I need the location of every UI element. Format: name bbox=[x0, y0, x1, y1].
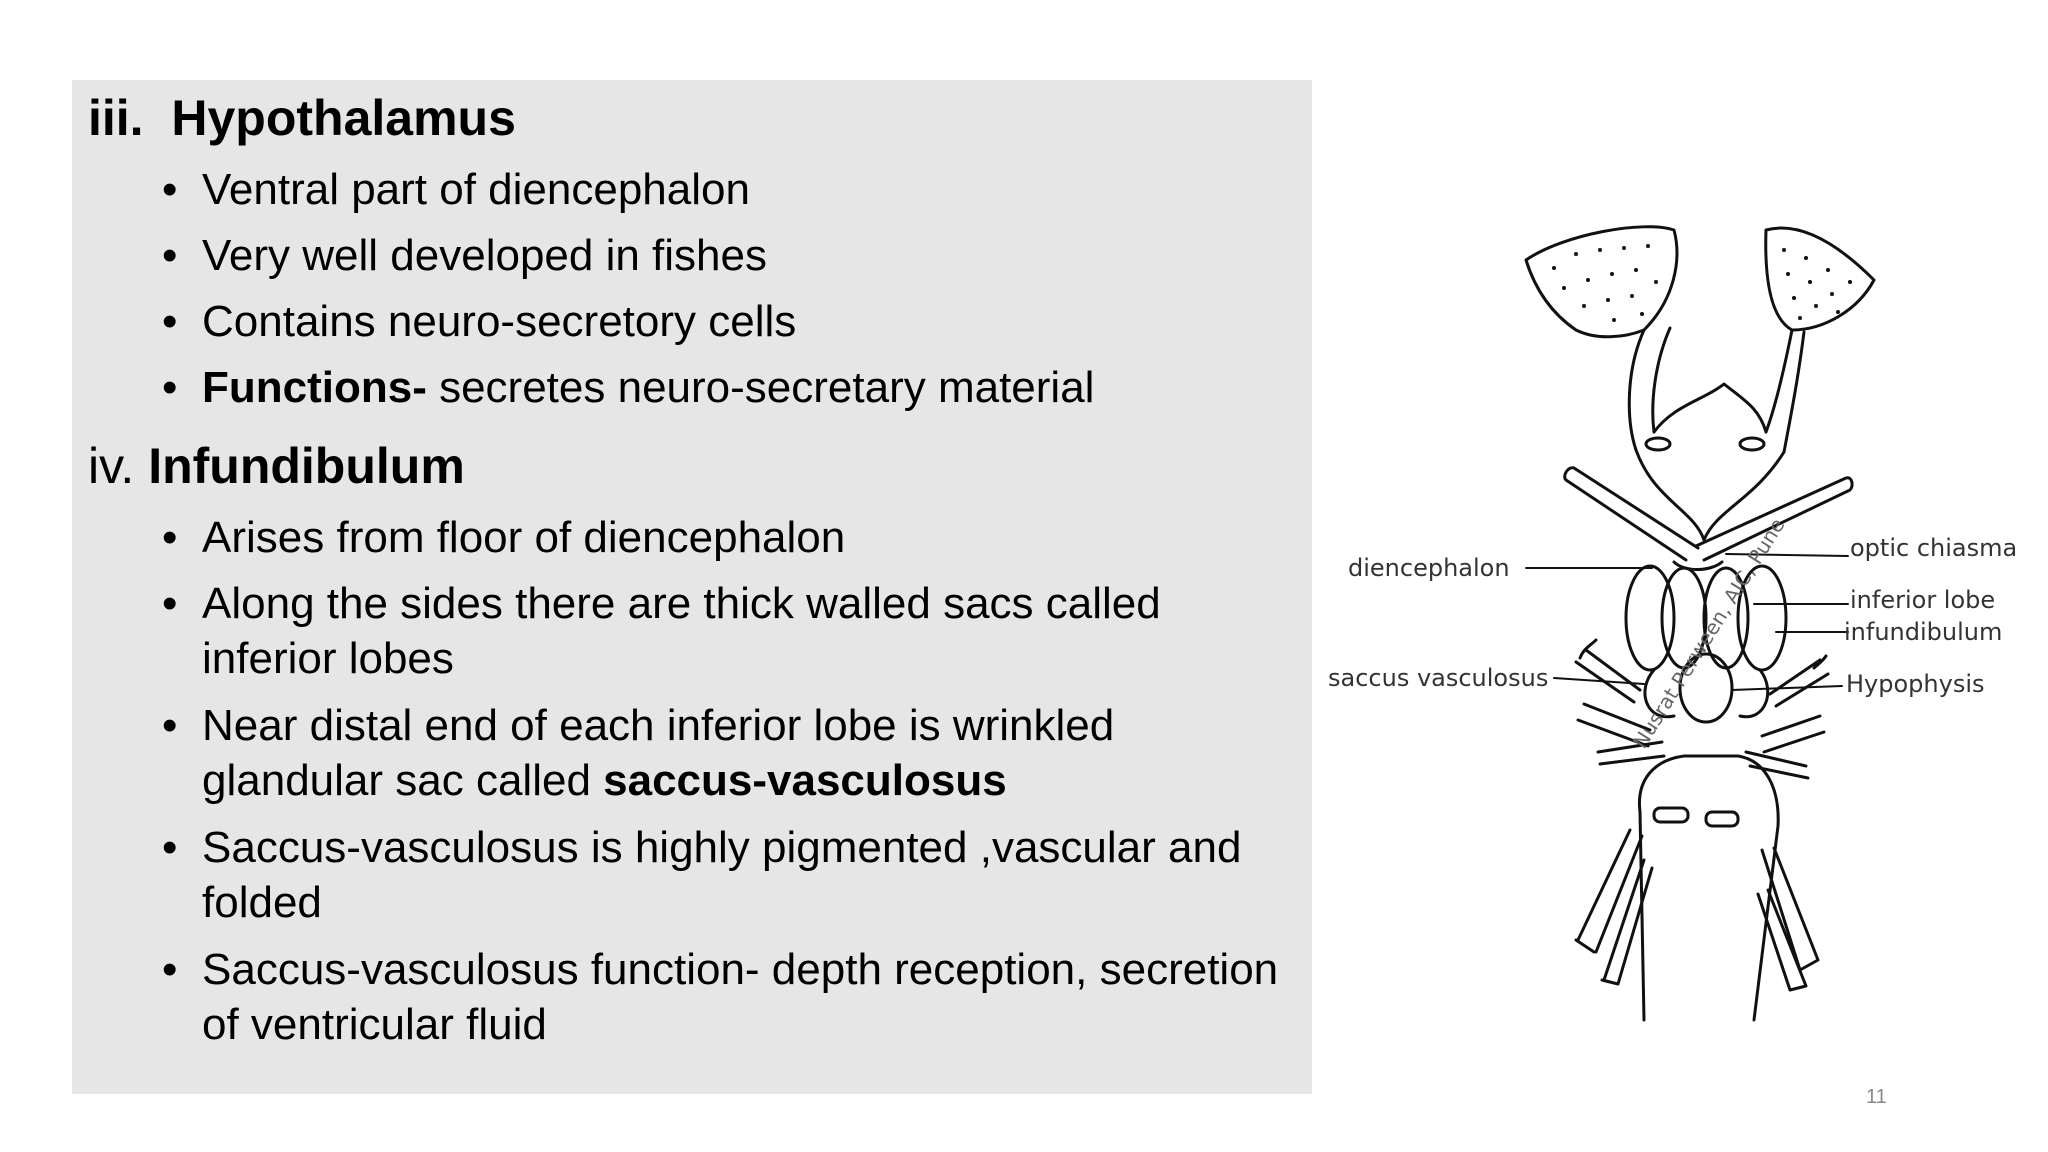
saccus-term: saccus-vasculosus bbox=[603, 756, 1007, 805]
bullet-dot: • bbox=[162, 231, 178, 280]
bullet-dot: • bbox=[162, 165, 178, 214]
inferior-lobe-left bbox=[1624, 564, 1676, 672]
bullet-text: Very well developed in fishes bbox=[202, 231, 767, 280]
list-item: • Ventral part of diencephalon bbox=[162, 162, 1302, 217]
forebrain-nodule-left bbox=[1644, 436, 1672, 452]
heading-numeral: iii. bbox=[88, 90, 144, 146]
forebrain-nodule-right bbox=[1738, 436, 1766, 452]
optic-chiasma bbox=[1672, 560, 1724, 571]
bullet-dot: • bbox=[162, 579, 178, 628]
bullet-text: Saccus-vasculosus is highly pigmented ,v… bbox=[202, 823, 1242, 927]
label-saccus-vasculosus: saccus vasculosus bbox=[1328, 664, 1548, 692]
text-panel: iii. Hypothalamus • Ventral part of dien… bbox=[72, 80, 1312, 1094]
list-item: • Near distal end of each inferior lobe … bbox=[162, 698, 1302, 808]
leader-lines bbox=[1525, 553, 1849, 691]
saccus-sentence: Near distal end of each inferior lobe is… bbox=[202, 701, 1115, 805]
inferior-lobe-right bbox=[1736, 564, 1788, 672]
list-item: • Arises from floor of diencephalon bbox=[162, 510, 1302, 565]
heading-title: Infundibulum bbox=[148, 438, 465, 494]
bullet-dot: • bbox=[162, 513, 178, 562]
page-number: 11 bbox=[1866, 1086, 1887, 1108]
brain-diagram: diencephalon saccus vasculosus optic chi… bbox=[1328, 225, 2017, 1022]
bullet-text: Ventral part of diencephalon bbox=[202, 165, 750, 214]
list-item: • Contains neuro-secretory cells bbox=[162, 294, 1302, 349]
cerebral-hemispheres bbox=[1634, 382, 1786, 542]
list-item: • Functions- secretes neuro-secretary ma… bbox=[162, 360, 1302, 415]
list-item: • Saccus-vasculosus is highly pigmented … bbox=[162, 820, 1302, 930]
spinal-nerves bbox=[1574, 828, 1820, 992]
optic-nerves bbox=[1563, 466, 1854, 562]
bullet-text: Contains neuro-secretory cells bbox=[202, 297, 797, 346]
list-item: • Along the sides there are thick walled… bbox=[162, 576, 1302, 686]
medulla-mark-left bbox=[1652, 806, 1690, 824]
heading-hypothalamus: iii. Hypothalamus bbox=[88, 90, 516, 146]
heading-infundibulum: iv. Infundibulum bbox=[88, 438, 465, 494]
olfactory-tracts bbox=[1627, 326, 1806, 454]
medulla-oblongata bbox=[1637, 754, 1780, 1022]
bullet-dot: • bbox=[162, 701, 178, 750]
label-infundibulum: infundibulum bbox=[1844, 618, 2002, 646]
heading-numeral: iv. bbox=[88, 438, 135, 494]
label-diencephalon: diencephalon bbox=[1348, 554, 1510, 582]
functions-text: secretes neuro-secretary material bbox=[426, 363, 1095, 412]
heading-title: Hypothalamus bbox=[171, 90, 516, 146]
medulla-mark-right bbox=[1704, 810, 1740, 828]
label-hypophysis: Hypophysis bbox=[1846, 670, 1985, 698]
bullet-text: Arises from floor of diencephalon bbox=[202, 513, 846, 562]
list-item: • Saccus-vasculosus function- depth rece… bbox=[162, 942, 1302, 1052]
list-item: • Very well developed in fishes bbox=[162, 228, 1302, 283]
label-inferior-lobe: inferior lobe bbox=[1850, 586, 1995, 614]
left-olfactory-lobe bbox=[1524, 225, 1679, 339]
bullet-dot: • bbox=[162, 823, 178, 872]
watermark: Nusrat Perween, AIC, Pune bbox=[1628, 514, 1790, 753]
olfactory-stipple bbox=[1552, 244, 1852, 322]
hypophysis bbox=[1678, 652, 1734, 724]
bullet-text: Functions- secretes neuro-secretary mate… bbox=[202, 360, 1302, 415]
label-optic-chiasma: optic chiasma bbox=[1850, 534, 2017, 562]
right-olfactory-lobe bbox=[1764, 226, 1876, 332]
bullet-text: Along the sides there are thick walled s… bbox=[202, 579, 1161, 683]
bullet-dot: • bbox=[162, 363, 178, 412]
bullet-dot: • bbox=[162, 945, 178, 994]
bullet-text: Near distal end of each inferior lobe is… bbox=[202, 698, 1302, 808]
bullet-text: Saccus-vasculosus function- depth recept… bbox=[202, 945, 1279, 1049]
functions-label: Functions- bbox=[202, 363, 427, 412]
saccus-vasculosus bbox=[1643, 668, 1770, 719]
bullet-dot: • bbox=[162, 297, 178, 346]
